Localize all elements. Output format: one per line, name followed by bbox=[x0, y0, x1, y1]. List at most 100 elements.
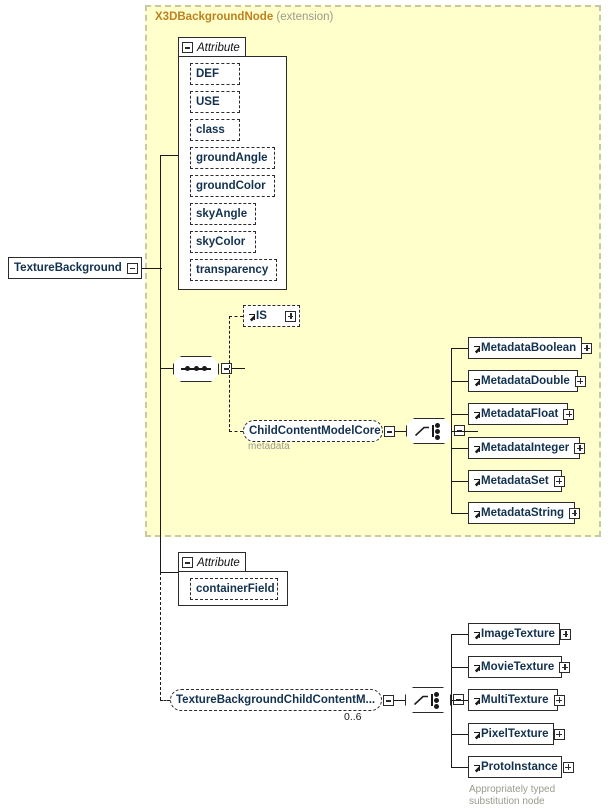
element-metadatainteger[interactable]: MetadataInteger bbox=[468, 437, 586, 461]
element-movietexture-label: MovieTexture bbox=[481, 661, 555, 673]
element-metadatastring-label: MetadataString bbox=[481, 507, 565, 519]
connector-spine-main bbox=[160, 155, 162, 268]
element-metadatastring[interactable]: MetadataString bbox=[468, 502, 581, 526]
element-metadatadouble-label: MetadataDouble bbox=[481, 375, 570, 387]
element-metadatafloat[interactable]: MetadataFloat bbox=[468, 403, 575, 427]
element-pixeltexture-expander-icon[interactable] bbox=[553, 728, 565, 740]
connector-metadata-2 bbox=[451, 414, 468, 416]
element-imagetexture[interactable]: ImageTexture bbox=[468, 623, 571, 647]
attribute-groundangle-label: groundAngle bbox=[196, 152, 268, 164]
compositor-metadata-choice[interactable] bbox=[406, 418, 455, 447]
element-pixeltexture[interactable]: PixelTexture bbox=[468, 723, 565, 747]
connector-metadata-3 bbox=[451, 448, 468, 450]
element-metadataboolean[interactable]: MetadataBoolean bbox=[468, 337, 593, 361]
element-metadataset-expander-icon[interactable] bbox=[553, 475, 565, 487]
connector-choice-spine-link bbox=[451, 430, 465, 432]
connector-texture-1 bbox=[451, 667, 468, 669]
element-metadataset[interactable]: MetadataSet bbox=[468, 470, 565, 494]
attribute-containerfield-label: containerField bbox=[196, 583, 275, 595]
element-multitexture-label: MultiTexture bbox=[481, 694, 549, 706]
attribute-groundangle[interactable]: groundAngle bbox=[190, 147, 277, 171]
element-protoinstance-expander-icon[interactable] bbox=[562, 761, 574, 773]
root-element-texturebackground[interactable]: TextureBackground bbox=[8, 257, 144, 281]
metadatainteger-reference-arrow-icon bbox=[471, 437, 480, 459]
metadatastring-reference-arrow-icon bbox=[471, 502, 480, 524]
element-movietexture-expander-icon[interactable] bbox=[559, 661, 571, 673]
choice-diagonal-icon bbox=[415, 426, 429, 436]
element-metadataboolean-expander-icon[interactable] bbox=[581, 342, 593, 354]
attribute-groundcolor-label: groundColor bbox=[196, 180, 266, 192]
connector-texture-0 bbox=[451, 634, 468, 636]
element-metadatadouble[interactable]: MetadataDouble bbox=[468, 370, 586, 394]
group-childcontentmodelcore-label: ChildContentModelCore bbox=[249, 425, 381, 437]
connector-metadata-0 bbox=[451, 348, 468, 350]
element-imagetexture-label: ImageTexture bbox=[481, 628, 555, 640]
multitexture-reference-arrow-icon bbox=[471, 689, 480, 711]
childcontentmodelcore-expander-icon[interactable] bbox=[384, 426, 395, 437]
element-multitexture-expander-icon[interactable] bbox=[553, 694, 565, 706]
attribute-skycolor-label: skyColor bbox=[196, 236, 246, 248]
attribute-transparency[interactable]: transparency bbox=[190, 259, 279, 283]
is-reference-arrow-icon bbox=[246, 305, 255, 327]
compositor-texture-choice[interactable] bbox=[405, 687, 454, 716]
connector-dashed-to-childcontent bbox=[160, 700, 170, 701]
attribute-group-1-expander-icon[interactable] bbox=[182, 42, 193, 53]
connector-spine-main-lower bbox=[160, 267, 162, 572]
cardinality-texturebackgroundchildcontent: 0..6 bbox=[344, 711, 362, 723]
connector-branch-to-is bbox=[229, 316, 243, 317]
connector-root-to-spine bbox=[142, 267, 162, 269]
element-is-label: IS bbox=[256, 310, 267, 322]
element-multitexture[interactable]: MultiTexture bbox=[468, 689, 565, 713]
texturebackgroundchildcontent-expander-icon[interactable] bbox=[383, 695, 394, 706]
element-protoinstance[interactable]: ProtoInstance bbox=[468, 756, 574, 780]
connector-spine-to-attrgroup1 bbox=[160, 155, 180, 157]
connector-texture-2 bbox=[451, 700, 468, 702]
element-metadatainteger-label: MetadataInteger bbox=[481, 442, 570, 454]
attribute-group-tab-2[interactable]: Attribute bbox=[178, 552, 246, 572]
compositor-root-sequence[interactable] bbox=[173, 356, 222, 385]
root-element-label: TextureBackground bbox=[14, 262, 122, 274]
element-is[interactable]: IS bbox=[243, 305, 302, 329]
element-pixeltexture-label: PixelTexture bbox=[481, 728, 549, 740]
element-imagetexture-expander-icon[interactable] bbox=[559, 628, 571, 640]
childcontentmodelcore-caption: metadata bbox=[248, 441, 290, 452]
group-texturebackgroundchildcontentmodel[interactable]: TextureBackgroundChildContentM... bbox=[170, 689, 384, 713]
attribute-group-2-expander-icon[interactable] bbox=[182, 557, 193, 568]
pixeltexture-reference-arrow-icon bbox=[471, 723, 480, 745]
connector-spine-to-attrgroup2 bbox=[160, 572, 180, 574]
element-metadatastring-expander-icon[interactable] bbox=[569, 507, 581, 519]
attribute-group-tab-1[interactable]: Attribute bbox=[178, 37, 246, 57]
metadatadouble-reference-arrow-icon bbox=[471, 370, 480, 392]
connector-texture-3 bbox=[451, 734, 468, 736]
connector-texture-4 bbox=[451, 767, 468, 769]
element-is-expander-icon[interactable] bbox=[285, 310, 296, 322]
attribute-def-label: DEF bbox=[196, 68, 219, 80]
attribute-class[interactable]: class bbox=[190, 119, 242, 143]
metadataset-reference-arrow-icon bbox=[471, 470, 480, 492]
movietexture-reference-arrow-icon bbox=[471, 656, 480, 678]
attribute-skyangle-label: skyAngle bbox=[196, 208, 248, 220]
group-childcontentmodelcore[interactable]: ChildContentModelCore bbox=[243, 420, 385, 444]
root-element-expander-icon[interactable] bbox=[127, 262, 138, 274]
connector-metadata-4 bbox=[451, 481, 468, 483]
protoinstance-note-line-2: substitution node bbox=[469, 796, 545, 807]
connector-ccmc-to-choice bbox=[395, 431, 406, 433]
attribute-containerfield[interactable]: containerField bbox=[190, 578, 280, 602]
extension-qualifier: (extension) bbox=[276, 11, 334, 23]
root-sequence-expander-icon[interactable] bbox=[221, 363, 232, 374]
element-metadataboolean-label: MetadataBoolean bbox=[481, 342, 577, 354]
attribute-skyangle[interactable]: skyAngle bbox=[190, 203, 258, 227]
imagetexture-reference-arrow-icon bbox=[471, 623, 480, 645]
element-movietexture[interactable]: MovieTexture bbox=[468, 656, 571, 680]
attribute-groundcolor[interactable]: groundColor bbox=[190, 175, 277, 199]
attribute-use[interactable]: USE bbox=[190, 91, 242, 115]
attribute-def[interactable]: DEF bbox=[190, 63, 242, 87]
element-metadatadouble-expander-icon[interactable] bbox=[574, 375, 586, 387]
attribute-skycolor[interactable]: skyColor bbox=[190, 231, 258, 255]
protoinstance-reference-arrow-icon bbox=[471, 756, 480, 778]
connector-childcontent-to-choice bbox=[394, 700, 405, 702]
element-metadatainteger-expander-icon[interactable] bbox=[574, 442, 586, 454]
metadataboolean-reference-arrow-icon bbox=[471, 337, 480, 359]
element-metadatafloat-expander-icon[interactable] bbox=[563, 408, 575, 420]
